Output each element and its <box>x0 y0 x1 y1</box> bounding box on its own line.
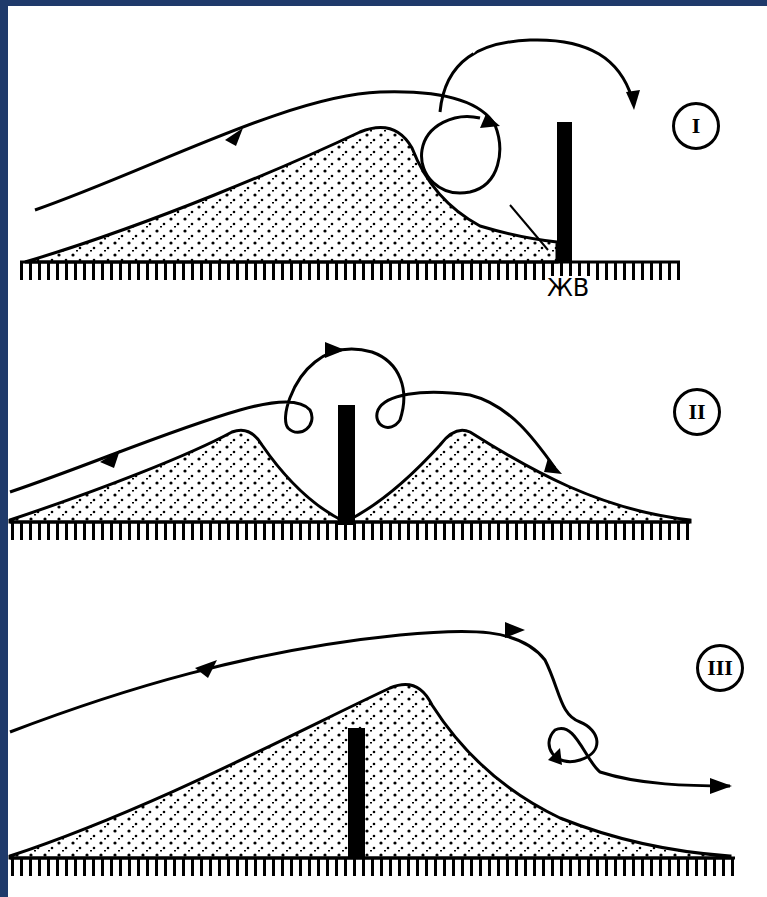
panel-three <box>10 622 735 876</box>
panel-one <box>20 34 680 280</box>
panel-number: II <box>688 401 705 423</box>
panel-number: III <box>707 657 733 679</box>
circled-numeral: II <box>673 388 721 436</box>
frame-bar <box>0 0 8 897</box>
circled-numeral: I <box>672 102 720 150</box>
callout-label: ЖВ <box>545 276 591 300</box>
frame-bar <box>0 0 767 6</box>
panel-two <box>10 342 690 540</box>
panel-number: I <box>692 115 701 137</box>
circled-numeral: III <box>696 644 744 692</box>
